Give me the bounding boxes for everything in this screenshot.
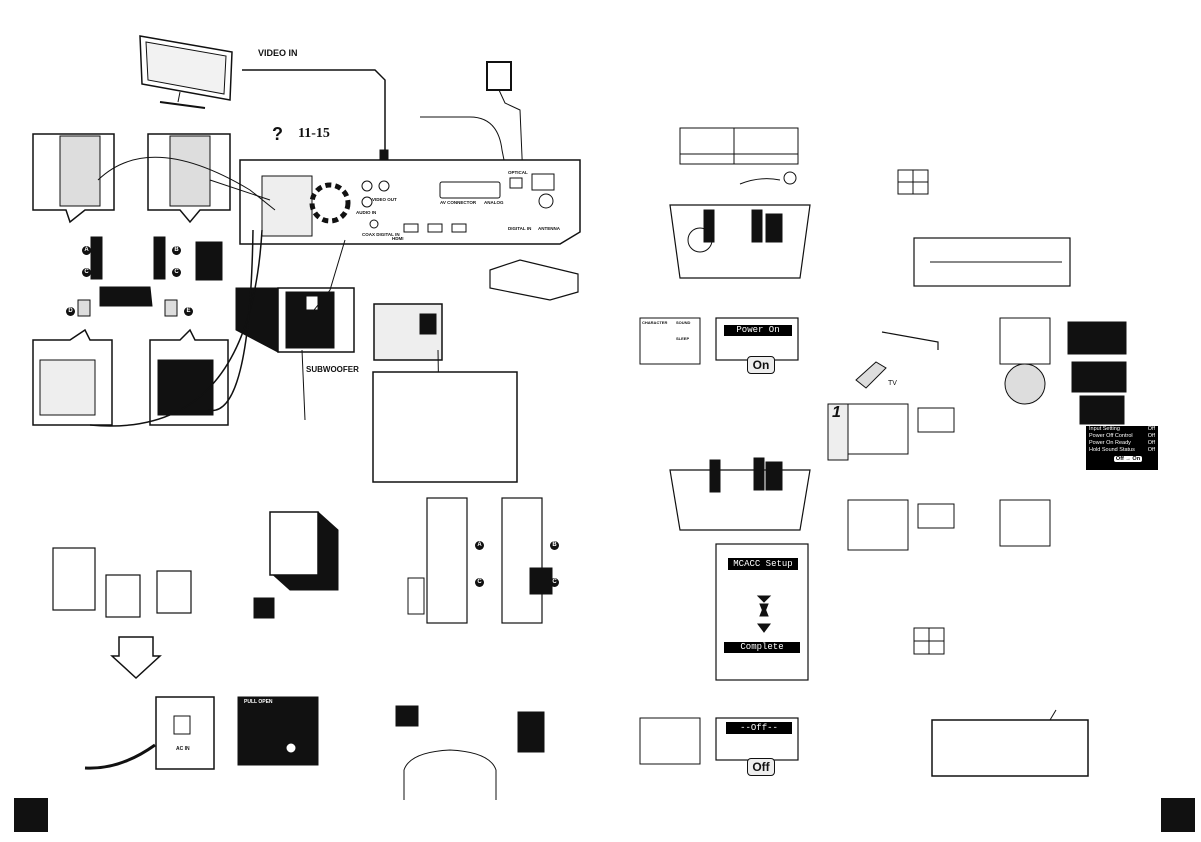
display-power-on: Power On <box>724 325 792 336</box>
page-tab-right <box>1161 798 1195 832</box>
menu-item-label: Input Setting <box>1089 426 1120 432</box>
terminal-video-out: VIDEO OUT <box>372 197 397 202</box>
terminal-hdmi: HDMI <box>392 236 404 241</box>
marker-e: E <box>184 307 193 316</box>
display-mcacc: MCACC Setup <box>728 558 798 570</box>
menu-row: Power Off Control Off <box>1086 433 1158 440</box>
remote-label-character: CHARACTER <box>642 320 668 325</box>
marker-c-left: C <box>82 268 91 277</box>
remote-label-sound: SOUND <box>676 320 691 325</box>
stand-marker-c-left: C <box>475 578 484 587</box>
remote-label-sleep: SLEEP <box>676 336 690 341</box>
marker-c-right: C <box>172 268 181 277</box>
menu-item-label: Power On Ready <box>1089 440 1131 446</box>
ac-in-label: AC IN <box>176 746 190 752</box>
menu-row: Power On Ready Off <box>1086 440 1158 447</box>
terminal-optical: OPTICAL <box>508 170 528 175</box>
page-tab-left <box>14 798 48 832</box>
menu-item-value: Off <box>1147 433 1155 439</box>
page-reference: 11-15 <box>298 126 330 141</box>
stand-marker-a: A <box>475 541 484 550</box>
terminal-audio-in: AUDIO IN <box>356 210 377 215</box>
terminal-av-connector: AV CONNECTOR <box>440 200 477 205</box>
menu-toggle: Off → On <box>1114 456 1142 462</box>
stand-marker-b: B <box>550 541 559 550</box>
tv-illustration <box>139 35 233 109</box>
menu-item-value: Off <box>1147 447 1155 453</box>
marker-d: D <box>66 307 75 316</box>
terminal-coax: COAX DIGITAL IN <box>362 232 400 237</box>
menu-item-value: Off <box>1147 440 1155 446</box>
marker-a: A <box>82 246 91 255</box>
step-number: 1 <box>832 404 841 421</box>
marker-b: B <box>172 246 181 255</box>
badge-on: On <box>747 356 775 374</box>
menu-item-label: Power Off Control <box>1089 433 1133 439</box>
terminal-analog: ANALOG <box>484 200 504 205</box>
menu-item-value: Off <box>1147 426 1155 432</box>
terminal-antenna: ANTENNA <box>538 226 560 231</box>
menu-item-label: Hold Sound Status <box>1089 447 1135 453</box>
badge-off: Off <box>747 758 775 776</box>
terminal-digital-in: DIGITAL IN <box>508 226 532 231</box>
display-complete: Complete <box>724 642 800 653</box>
menu-row: Hold Sound Status Off <box>1086 447 1158 454</box>
subwoofer-label: SUBWOOFER <box>306 365 359 374</box>
help-icon: ? <box>272 124 283 144</box>
video-in-label: VIDEO IN <box>258 48 298 58</box>
menu-row: Input Setting Off <box>1086 426 1158 433</box>
pull-open-label: PULL OPEN <box>244 699 273 705</box>
stand-marker-c-right: C <box>550 578 559 587</box>
display-off: --Off-- <box>726 722 792 734</box>
tv-label: TV <box>888 380 897 387</box>
